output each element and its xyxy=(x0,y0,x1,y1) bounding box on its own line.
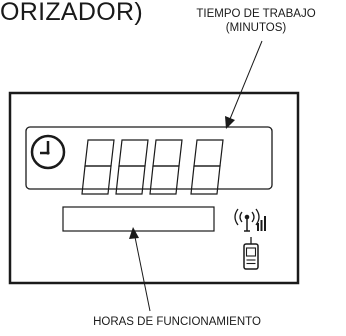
digit-3 xyxy=(149,139,183,195)
clock-icon xyxy=(30,134,66,170)
panel-outer-frame xyxy=(8,91,300,285)
work-time-label-line2: (MINUTOS) xyxy=(225,22,287,34)
work-time-pointer xyxy=(225,40,263,129)
signal-antenna-icon xyxy=(234,208,266,232)
digit-1 xyxy=(81,139,115,195)
diagram-title: ORIZADOR) xyxy=(0,0,143,26)
operating-hours-pointer xyxy=(129,227,151,312)
handheld-remote-icon xyxy=(243,237,259,270)
digit-4 xyxy=(190,139,224,195)
work-time-label-line1: TIEMPO DE TRABAJO xyxy=(196,8,316,20)
work-time-label: TIEMPO DE TRABAJO (MINUTOS) xyxy=(170,7,342,35)
digit-2 xyxy=(115,139,149,195)
operating-hours-label: HORAS DE FUNCIONAMIENTO xyxy=(93,316,261,328)
hours-display-field xyxy=(62,206,215,232)
lcd-window xyxy=(25,126,273,190)
